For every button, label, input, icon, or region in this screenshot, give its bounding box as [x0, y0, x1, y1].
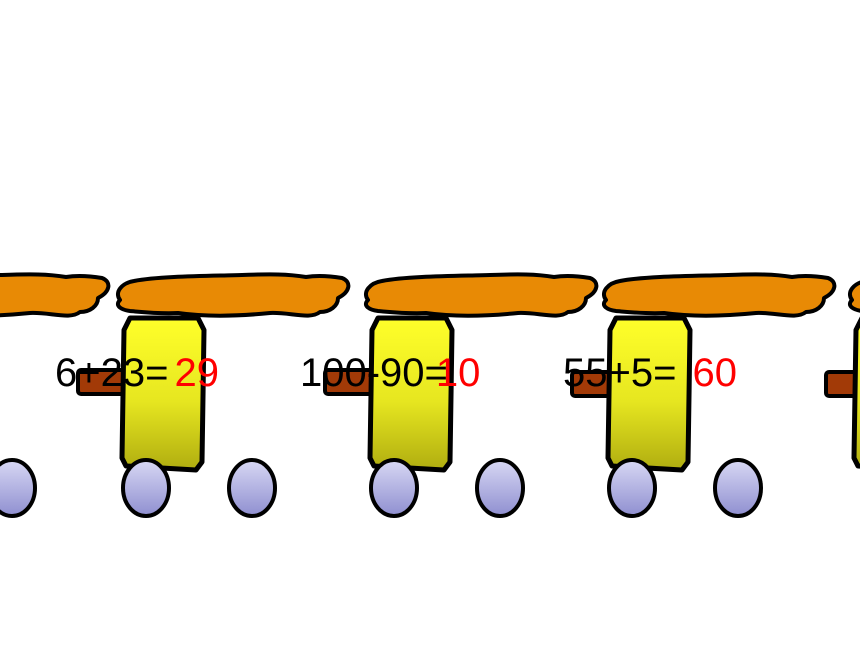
coupler [824, 370, 860, 398]
equation-2: 100-90=10 [300, 349, 480, 397]
equation-1-problem: 6+23= [55, 351, 169, 395]
equation-3: 55+5= 60 [563, 349, 737, 397]
equation-2-problem: 100-90= [300, 351, 448, 395]
train-car-partial-right [847, 280, 860, 469]
equation-2-answer: 10 [435, 351, 481, 395]
equation-3-answer: 60 [692, 351, 737, 395]
equation-1: 6+23=29 [55, 349, 219, 397]
equation-3-problem: 55+5= [563, 351, 677, 395]
equation-1-answer: 29 [174, 351, 219, 395]
